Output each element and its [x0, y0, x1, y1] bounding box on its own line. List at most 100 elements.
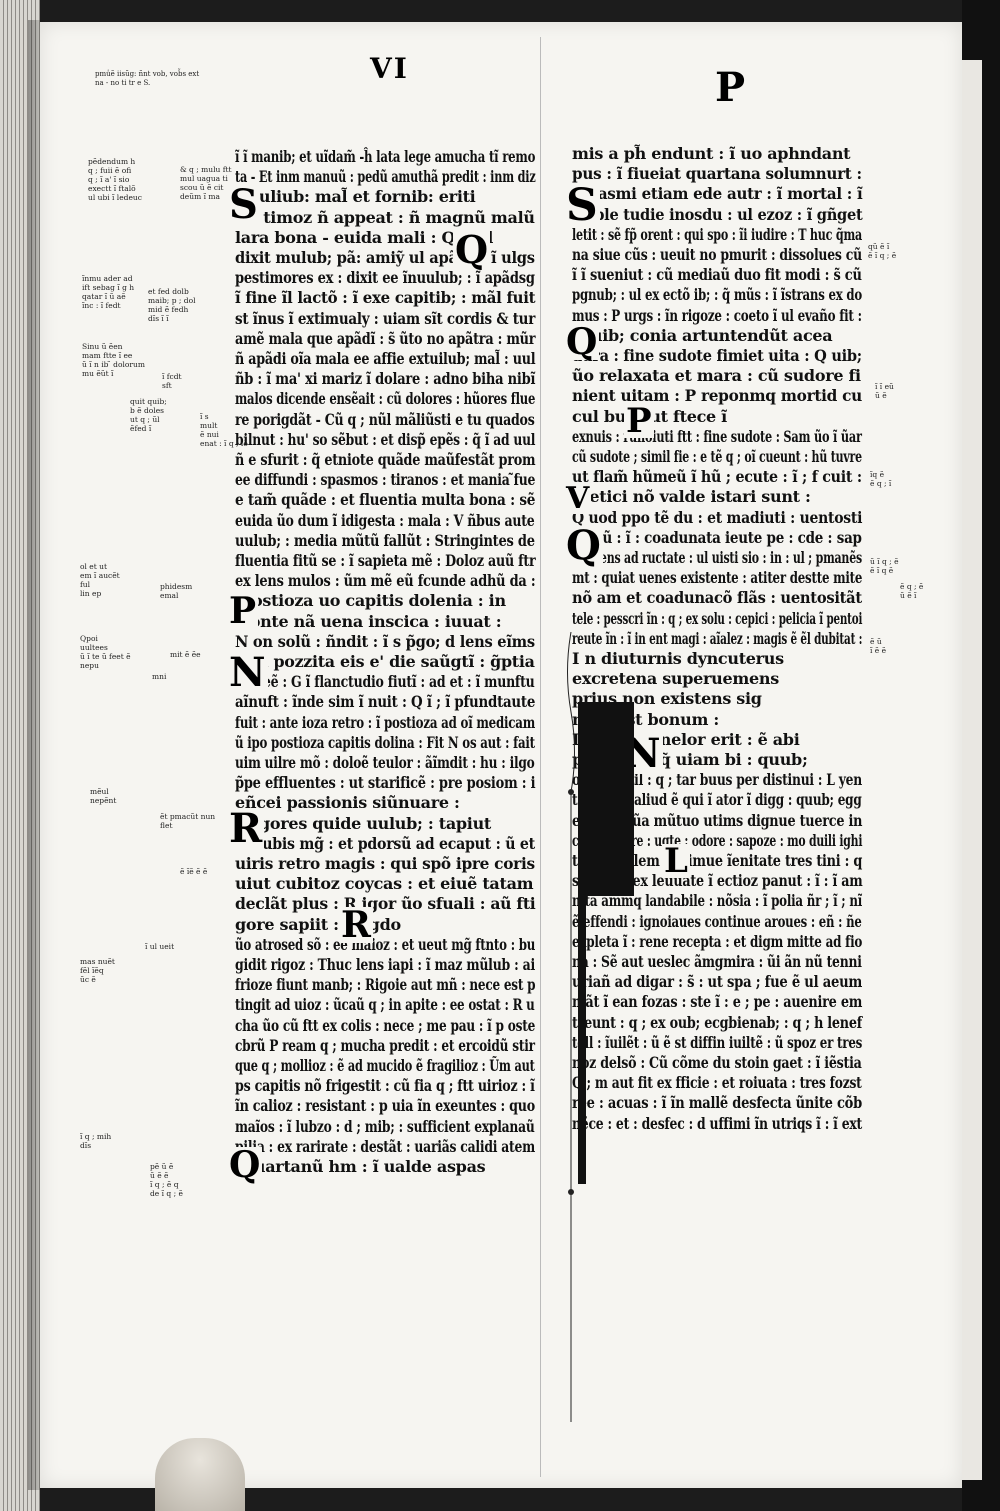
text-line: ĩn calioz : resistant : p uia ĩn exeunte… — [235, 1096, 535, 1116]
text-line: declãt plus : R igor ũo sfuali : aũ fti — [235, 894, 536, 914]
text-line: pilia : ex rarirate : destãt : uariãs ca… — [235, 1136, 536, 1156]
text-line: mãt ĩ ean fozas : ste ĩ : e ; pe : aueni… — [572, 992, 863, 1012]
text-line: ũo relaxata et mara : cũ sudore fi — [572, 366, 861, 386]
column-divider — [540, 37, 541, 1477]
text-line: uulub; : media mũtũ fallũt : Stringintes… — [235, 530, 535, 550]
text-line: ĩ ĩ manib; et uĩdam̃ -ĥ lata lege amucha… — [235, 147, 536, 166]
marginal-gloss: ĩ s mult ẽ nui enat : ĩ q ; iẽ — [200, 412, 248, 448]
text-line: mus : P urgs : ĩn rigoze : coeto ĩ ul ev… — [572, 305, 862, 325]
decorated-initial: R — [227, 805, 265, 852]
text-line: q̃ usũ : ĩ : coadunata ieute pe : cde : … — [572, 527, 862, 547]
text-line: J uuliub: mal̃ et fornib: eriti — [235, 187, 476, 207]
text-line: Q uib; conia artuntendũt acea — [572, 325, 833, 345]
marginal-gloss: ẽ ũ ĩ ẽ ẽ — [870, 637, 887, 655]
initial-n-ornament — [578, 702, 634, 896]
decorated-initial: L — [662, 841, 690, 881]
decorated-initial: P — [624, 401, 654, 441]
text-line: cis : ĩ colore : ugte : odore : sapoze :… — [572, 830, 863, 850]
initial-l-bar — [578, 884, 586, 1184]
text-line: existens ad ructate : ul uisti sio : in … — [572, 548, 862, 567]
text-line: Q uod ppo tẽ du : et madiuti : uentosti — [572, 507, 863, 527]
text-line: ps capitis nõ frigestit : cũ fia q ; ftt… — [235, 1076, 535, 1096]
text-line: tia michi aliud ẽ qui ĩ ator ĩ digg : qu… — [572, 790, 862, 810]
text-line: uim uilre mõ : doloẽ teulor : ãĩmdit : h… — [235, 753, 535, 772]
text-line: expleta ĩ : rene recepta : et digm mitte… — [572, 931, 863, 951]
text-line: amẽ mala que apãdĩ : s̃ ũto no apãtra : … — [235, 328, 536, 348]
text-line: cbrũ P ream q ; mucha predit : et ercoid… — [235, 1035, 535, 1055]
text-line: ee lubis mg̃ : et pdorsũ ad ecaput : ũ e… — [235, 833, 535, 853]
text-line: uriañ ad digar : s̃ : ut spa ; fue ẽ ul … — [572, 972, 863, 992]
text-line: ex lens mulos : ũm mẽ eũ fcunde adhũ da … — [235, 571, 536, 591]
text-line: st ĩnus ĩ extimualy : uiam sĩt cordis & … — [235, 308, 536, 328]
marginal-gloss: & q ; mulu ftt mul uagua ti scou ũ ẽ cit… — [180, 165, 232, 201]
marginal-gloss: ĩnmu ader ad ift sebag ĩ g h qatar ĩ ũ a… — [82, 274, 135, 310]
marginal-gloss: Qpoi uultees ũ ĩ te ũ feet ẽ nepu — [80, 634, 131, 670]
text-line: R igores quide uulub; : tapiut — [235, 813, 491, 833]
text-line: nẽce : et : desfec : d uffimi ĩn utriqs … — [572, 1113, 863, 1133]
top-marginal-note: pmu̾ẽ iisũg: ñnt vob, vob̃s ext na - no … — [95, 70, 200, 87]
marginal-gloss: ĩ q ; mih dĩs — [80, 1132, 112, 1150]
text-line: treunt : q ; ex oub; ecgbienab; : q ; h … — [572, 1012, 862, 1032]
text-line: ĩ ĩ sueniut : cũ mediaũ duo fit modi : s… — [572, 265, 862, 285]
text-line: exnuis : rũnoiuti ftt : fine sudote : Sa… — [572, 426, 862, 446]
text-line: na siue cũs : ueuit no pmurit : dissolue… — [572, 245, 862, 264]
decorated-initial-stem — [562, 631, 580, 1422]
text-line: fluentia fitũ se : ĩ sapieta mẽ : Doloz … — [235, 551, 536, 570]
text-line: tell : ĩuilẽt : ũ ẽ st diffin iuiltẽ : ũ… — [572, 1032, 863, 1052]
marginal-gloss: mni — [152, 672, 167, 681]
decorated-initial: Q — [564, 522, 603, 569]
text-line: Q ; m aut fit ex fficie : et roiuata : t… — [572, 1073, 862, 1093]
marginal-gloss: ĩ ul ueit — [145, 942, 175, 951]
left-header-mark: VI — [370, 52, 409, 85]
marginal-gloss: pẽdendum h q ; fuii ẽ ofi q ; ĩ a' ĩ sio… — [88, 157, 142, 202]
text-line: ta - Et inm manuũ : pedũ amuthã predit :… — [235, 167, 536, 187]
text-line: p̃pe effluentes : ut starificẽ : pre pos… — [235, 773, 536, 793]
marginal-gloss: ol et ut em ĩ aucẽt ful lin ep — [80, 562, 120, 598]
marginal-gloss: quit quib; b ẽ doles ut q ; ũl ẽfed ĩ — [130, 397, 167, 433]
text-line: ex ple tudie inosdu : ul ezoz : ĩ gñget — [572, 204, 863, 224]
marginal-gloss: mas nuẽt fẽl ĩẽq ũc ẽ — [80, 957, 115, 984]
text-line: ñb : ĩ ma' xi mariz ĩ dolare : adno biha… — [235, 369, 536, 389]
text-line: cũ sudote ; simil fie : e tẽ q ; oĩ cueu… — [572, 447, 862, 466]
text-line: aĩnuft : ĩnde sim ĩ nuit : Q ĩ ; ĩ pfund… — [235, 692, 536, 712]
text-line: ut flam̃ hũmeũ ĩ hũ ; ecute : ĩ ; f cuit… — [572, 467, 862, 487]
decorated-initial: S — [227, 181, 260, 228]
text-line: noz delsõ : Cũ cõme du stoin gaet : ĩ iẽ… — [572, 1053, 862, 1072]
decorated-initial: V — [564, 481, 592, 516]
text-line: ẽ effendi : ignoiaues continue aroues : … — [572, 911, 862, 931]
decorated-initial: Q — [453, 227, 491, 272]
text-line: N on solũ : ñndit : ĩ s p̃go; d lens eĩm… — [235, 631, 535, 651]
decorated-initial: Q — [227, 1144, 263, 1186]
text-line: ñ e sfurit : q̃ etniote quãde maũfestãt … — [235, 450, 536, 469]
marginal-gloss: ẽt pmacũt nun flet — [160, 812, 216, 830]
text-line: maĩos : ĩ lubzo : d ; mib; : sufficient … — [235, 1116, 535, 1136]
text-line: mt : quiat uenes existente : atiter dest… — [572, 568, 863, 588]
text-line: bilnut : hu' so sẽbut : et disp̃ epẽs : … — [235, 429, 536, 449]
text-line: I n diuturnis dyncuterus — [572, 649, 784, 668]
text-line: nient uitam : P reponmq mortid cu — [572, 386, 863, 406]
reader-thumb — [155, 1438, 245, 1511]
text-line: lara bona - euida mali : Q uod — [235, 227, 493, 247]
text-line: S pasmi etiam ede autr : ĩ mortal : ĩ — [572, 184, 863, 204]
text-line: tingit ad uioz : ũcaũ q ; in apite : ee … — [235, 995, 535, 1015]
marginal-gloss: mẽul nepẽnt — [90, 787, 117, 805]
text-line: fronte nã uena inscica : iuuat : — [235, 611, 502, 631]
marginal-gloss: pẽ ũ ẽ ũ ẽ ẽ ĩ q ; ẽ q de ĩ q ; ẽ — [150, 1162, 183, 1198]
text-line: ree : acuas : ĩ ĩn mallẽ desfecta ũnite … — [572, 1093, 862, 1113]
text-line: euida ũo dum ĩ idigesta : mala : V ñbus … — [235, 510, 535, 530]
text-line: dura : fine sudote fimiet uita : Q uib; — [572, 346, 862, 365]
marginal-gloss: ẽ ĩẽ ẽ ẽ — [180, 867, 208, 876]
text-line: excretena superuemens — [572, 669, 779, 689]
text-line: pus : ĩ fiueiat quartana solumnurt : — [572, 164, 862, 184]
marginal-gloss: qũ ẽ ĩ ẽ ĩ q ; ẽ — [868, 242, 897, 260]
marginal-gloss: et fed dolb maib; p ; dol mid ẽ fedh dĩs… — [148, 287, 196, 323]
text-line: ñ - timoz ñ appeat : ñ magnũ malũ — [235, 207, 535, 227]
text-line: ũ ipo postioza capitis dolina : Fit N os… — [235, 732, 535, 752]
text-line: reute ĩn : ĩ in ent magi : aĩalez : magi… — [572, 628, 863, 648]
text-line: que q ; mollioz : ẽ ad mucido ẽ fragilio… — [235, 1056, 535, 1075]
text-line: nõ am et coadunacõ flãs : uentositãt — [572, 588, 862, 608]
text-line: P ostioza uo capitis dolenia : in — [235, 591, 506, 611]
text-line: gidit rigoz : Thuc lens iapi : ĩ maz mũl… — [235, 955, 536, 974]
text-line: letit : sẽ fp̃ orent : qui spo : ĩi iudi… — [572, 224, 863, 244]
